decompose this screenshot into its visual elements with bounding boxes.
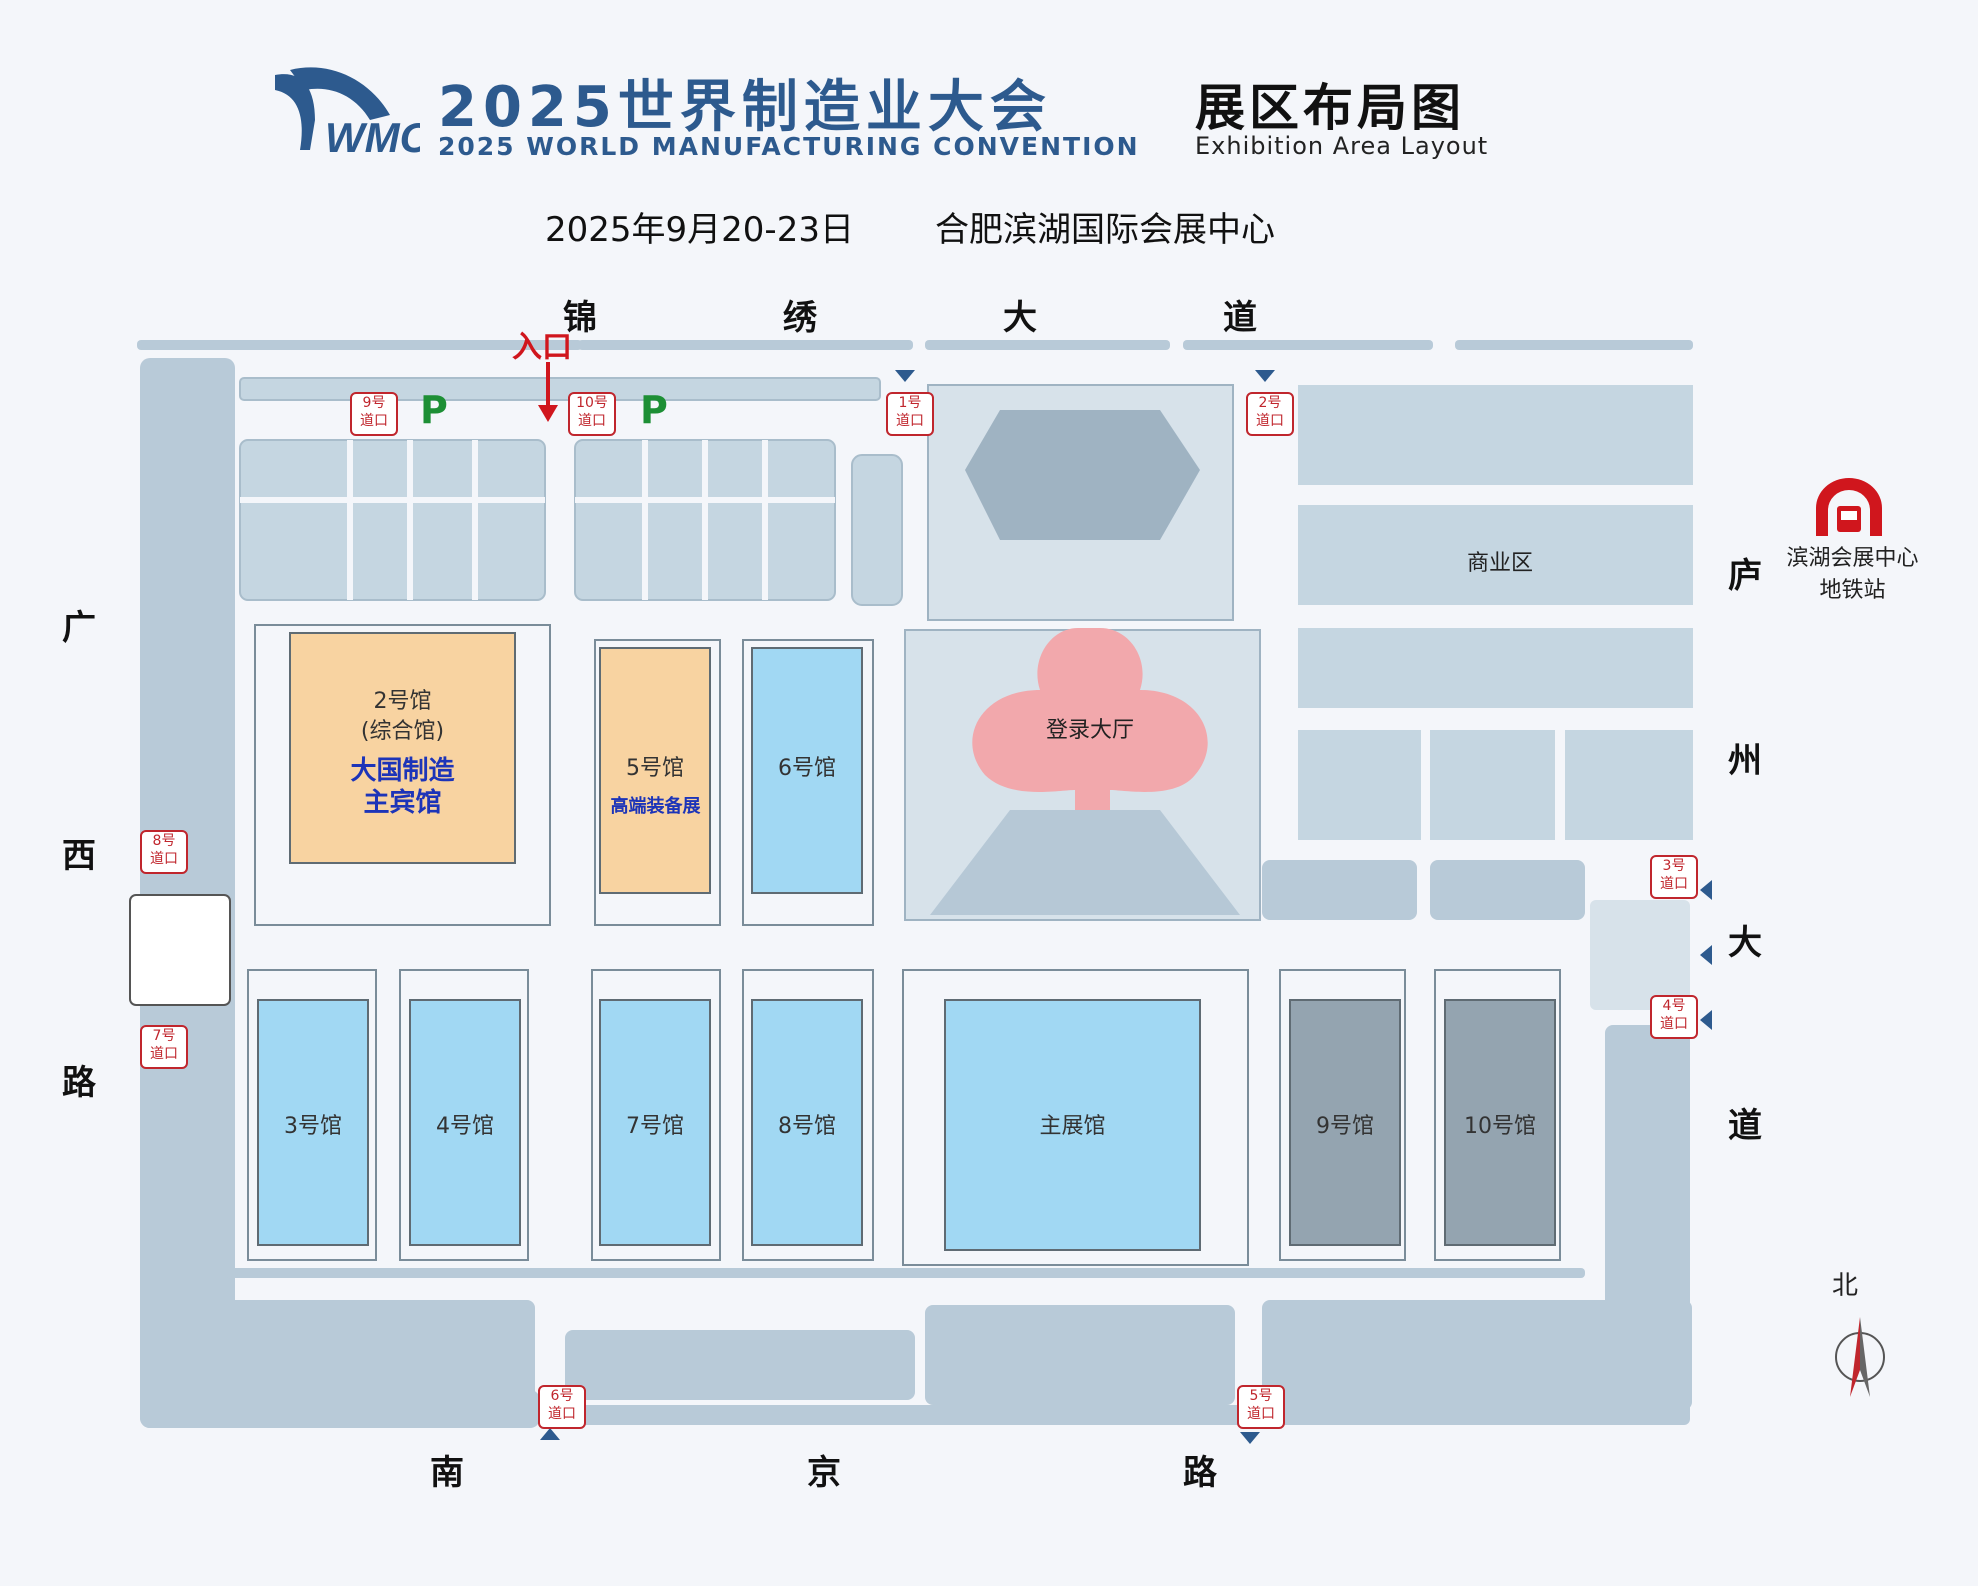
gate-8: 8号道口 bbox=[140, 830, 188, 874]
registration-hall-label: 登录大厅 bbox=[1045, 718, 1134, 743]
west-building bbox=[129, 894, 231, 1006]
hall-4-name: 4号馆 bbox=[436, 1114, 494, 1139]
page-title-en: 2025 WORLD MANUFACTURING CONVENTION bbox=[438, 132, 1140, 161]
parking-p-west: P bbox=[420, 388, 448, 432]
event-date: 2025年9月20-23日 bbox=[545, 210, 854, 250]
road-east-char-1: 庐 bbox=[1728, 556, 1762, 596]
road-network bbox=[137, 340, 1693, 1428]
main-hall-area bbox=[944, 999, 1201, 1251]
road-north-char-2: 绣 bbox=[783, 298, 817, 338]
entrance-label: 入口 bbox=[512, 330, 572, 365]
layout-title: 展区布局图 bbox=[1195, 79, 1465, 137]
road-west-char-2: 西 bbox=[62, 836, 96, 876]
parking-p-east: P bbox=[640, 388, 668, 432]
road-north-char-4: 道 bbox=[1223, 298, 1257, 338]
hall-7-area bbox=[599, 999, 711, 1246]
road-north-char-3: 大 bbox=[1003, 298, 1037, 338]
gate-2: 2号道口 bbox=[1246, 392, 1294, 436]
gate-5: 5号道口 bbox=[1237, 1385, 1285, 1429]
hall-5-feature: 高端装备展 bbox=[610, 796, 701, 817]
road-south-char-1: 南 bbox=[430, 1453, 464, 1493]
hall-4-area bbox=[409, 999, 521, 1246]
main-hall-name: 主展馆 bbox=[1039, 1114, 1106, 1139]
hall-2-feature-2: 主宾馆 bbox=[363, 788, 442, 818]
page-title: 2025世界制造业大会 bbox=[438, 75, 1052, 140]
hall-2-name: 2号馆 bbox=[373, 689, 432, 714]
compass-north-label: 北 bbox=[1831, 1271, 1858, 1301]
registration-complex bbox=[904, 384, 1261, 921]
hall-3-area bbox=[257, 999, 369, 1246]
road-east-char-3: 大 bbox=[1728, 923, 1762, 963]
event-venue: 合肥滨湖国际会展中心 bbox=[935, 210, 1275, 250]
road-west-char-3: 路 bbox=[62, 1063, 96, 1103]
gate-4: 4号道口 bbox=[1650, 995, 1698, 1039]
hall-8-area bbox=[751, 999, 863, 1246]
entrance-arrow-head bbox=[538, 405, 558, 422]
gate-9: 9号道口 bbox=[350, 392, 398, 436]
metro-station-line1: 滨湖会展中心 bbox=[1786, 546, 1919, 571]
hall-10-name: 10号馆 bbox=[1464, 1114, 1536, 1139]
road-east-char-4: 道 bbox=[1728, 1106, 1762, 1146]
north-block-grid bbox=[240, 440, 835, 600]
road-west-char-1: 广 bbox=[62, 608, 96, 648]
layout-title-en: Exhibition Area Layout bbox=[1195, 132, 1489, 160]
hall-2-area bbox=[289, 632, 516, 864]
hall-8-name: 8号馆 bbox=[778, 1114, 836, 1139]
gate-1: 1号道口 bbox=[886, 392, 934, 436]
north-blocks bbox=[239, 377, 903, 606]
road-north-char-1: 锦 bbox=[563, 298, 597, 338]
gate-3: 3号道口 bbox=[1650, 855, 1698, 899]
svg-text:WMC: WMC bbox=[325, 114, 420, 160]
hall-5-area bbox=[599, 647, 711, 894]
road-east-char-2: 州 bbox=[1728, 741, 1762, 781]
commercial-area-label: 商业区 bbox=[1466, 551, 1533, 576]
hall-frames bbox=[247, 624, 1561, 1266]
hall-9-area bbox=[1289, 999, 1401, 1246]
gate-7: 7号道口 bbox=[140, 1025, 188, 1069]
wmc-logo: WMC bbox=[275, 67, 420, 160]
hall-10-area bbox=[1444, 999, 1556, 1246]
gate-6: 6号道口 bbox=[538, 1385, 586, 1429]
hall-6-area bbox=[751, 647, 863, 894]
hall-3-name: 3号馆 bbox=[284, 1114, 342, 1139]
road-south-char-3: 路 bbox=[1183, 1453, 1217, 1493]
hall-7-name: 7号馆 bbox=[626, 1114, 684, 1139]
metro-icon bbox=[1816, 478, 1882, 536]
commercial-area bbox=[1262, 385, 1693, 1010]
gate-10: 10号道口 bbox=[568, 392, 616, 436]
hall-9-name: 9号馆 bbox=[1316, 1114, 1374, 1139]
hall-6-name: 6号馆 bbox=[778, 756, 836, 781]
road-south-char-2: 京 bbox=[807, 1453, 841, 1493]
metro-station-line2: 地铁站 bbox=[1819, 578, 1886, 603]
compass-icon bbox=[1835, 1317, 1885, 1397]
hall-5-name: 5号馆 bbox=[626, 756, 684, 781]
hall-2-subtitle: (综合馆) bbox=[360, 719, 445, 744]
hall-2-feature-1: 大国制造 bbox=[350, 756, 455, 786]
